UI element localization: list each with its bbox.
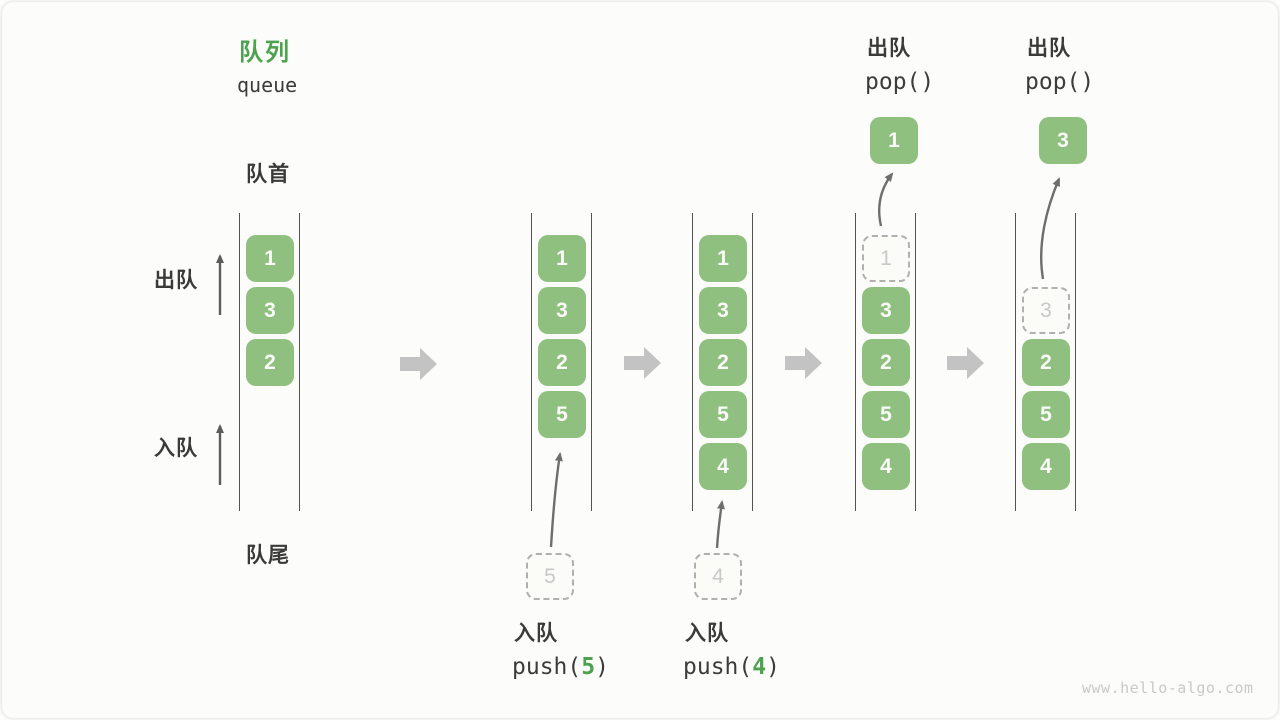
queue-item: 2 xyxy=(1022,339,1070,386)
queue-item: 3 xyxy=(246,287,294,334)
op-enqueue-code: push(5) xyxy=(512,654,609,680)
label-dequeue-side: 出队 xyxy=(154,269,198,292)
queue-item: 4 xyxy=(1022,443,1070,490)
queue-column-3 xyxy=(692,213,753,511)
label-enqueue-side: 入队 xyxy=(154,437,198,460)
code-suffix: ) xyxy=(766,654,780,680)
op-dequeue-label: 出队 xyxy=(867,37,911,60)
incoming-item: 4 xyxy=(694,553,742,600)
op-enqueue-code: push(4) xyxy=(683,654,780,680)
queue-item: 5 xyxy=(1022,391,1070,438)
incoming-item: 5 xyxy=(526,553,574,600)
label-queue-front: 队首 xyxy=(246,163,290,186)
queue-item: 3 xyxy=(538,287,586,334)
ghost-item: 1 xyxy=(862,235,910,282)
watermark: www.hello-algo.com xyxy=(1082,679,1254,697)
queue-item: 3 xyxy=(862,287,910,334)
queue-item: 2 xyxy=(699,339,747,386)
next-state-arrow-icon xyxy=(785,347,822,379)
queue-column-1 xyxy=(239,213,300,511)
queue-item: 5 xyxy=(699,391,747,438)
code-prefix: push( xyxy=(512,654,582,680)
op-dequeue-code: pop() xyxy=(865,69,935,95)
next-state-arrow-icon xyxy=(400,348,437,380)
code-arg: 4 xyxy=(752,654,767,680)
queue-item: 3 xyxy=(699,287,747,334)
op-enqueue-label: 入队 xyxy=(685,622,729,645)
next-state-arrow-icon xyxy=(947,347,984,379)
queue-item: 5 xyxy=(538,391,586,438)
queue-item: 5 xyxy=(862,391,910,438)
ghost-item: 3 xyxy=(1022,287,1070,334)
op-dequeue-code: pop() xyxy=(1025,69,1095,95)
popped-item: 3 xyxy=(1039,117,1087,164)
label-queue-rear: 队尾 xyxy=(246,544,290,567)
queue-column-5 xyxy=(1015,213,1076,511)
queue-item: 4 xyxy=(699,443,747,490)
page-title: 队列 xyxy=(239,39,291,66)
code-arg: 5 xyxy=(581,654,596,680)
popped-item: 1 xyxy=(870,117,918,164)
page-subtitle: queue xyxy=(237,73,298,97)
op-enqueue-label: 入队 xyxy=(514,622,558,645)
queue-column-2 xyxy=(531,213,592,511)
queue-item: 2 xyxy=(862,339,910,386)
queue-item: 2 xyxy=(538,339,586,386)
queue-item: 1 xyxy=(538,235,586,282)
queue-column-4 xyxy=(855,213,916,511)
queue-item: 2 xyxy=(246,339,294,386)
queue-item: 4 xyxy=(862,443,910,490)
code-suffix: ) xyxy=(595,654,609,680)
next-state-arrow-icon xyxy=(624,347,661,379)
op-dequeue-label: 出队 xyxy=(1027,37,1071,60)
code-prefix: push( xyxy=(683,654,753,680)
queue-item: 1 xyxy=(699,235,747,282)
queue-item: 1 xyxy=(246,235,294,282)
